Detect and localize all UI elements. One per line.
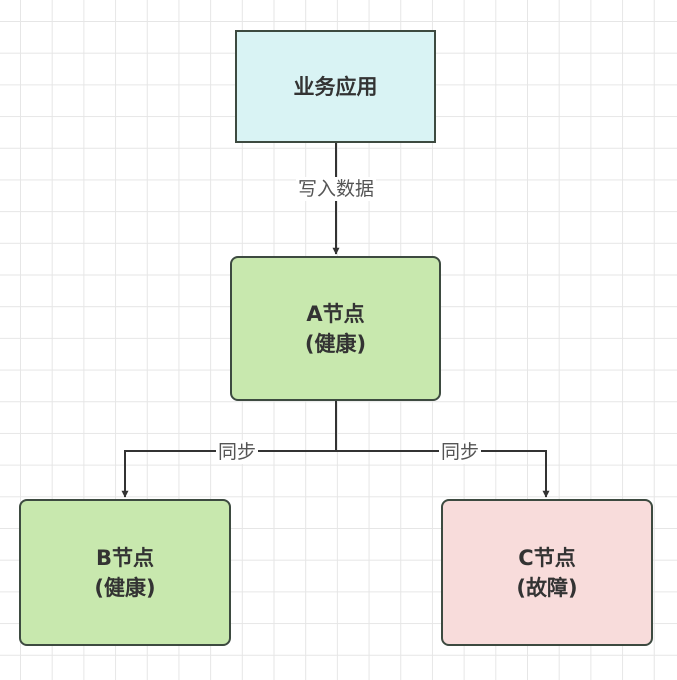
- node-a[interactable]: A节点 (健康): [230, 256, 441, 401]
- node-title: 业务应用: [293, 74, 378, 99]
- edge-label-sync-b: 同步: [215, 440, 259, 464]
- node-status: (故障): [516, 575, 578, 600]
- edge-label-sync-c: 同步: [438, 440, 482, 464]
- node-business-app[interactable]: 业务应用: [235, 30, 436, 143]
- node-title: A节点: [306, 301, 365, 326]
- node-status: (健康): [94, 575, 156, 600]
- node-c[interactable]: C节点 (故障): [441, 499, 653, 646]
- node-title: B节点: [95, 545, 154, 570]
- edge-label-write-data: 写入数据: [295, 177, 377, 201]
- node-b[interactable]: B节点 (健康): [19, 499, 231, 646]
- node-status: (健康): [304, 331, 367, 356]
- node-title: C节点: [518, 545, 576, 570]
